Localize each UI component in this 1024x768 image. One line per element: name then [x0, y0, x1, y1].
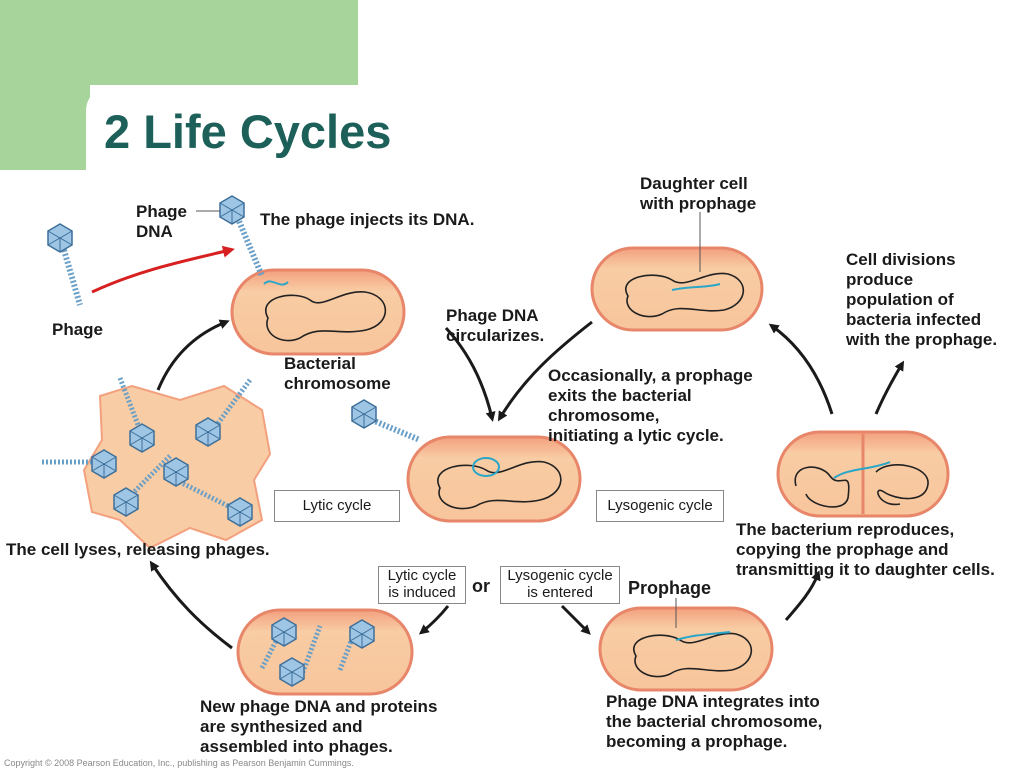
cycle-arrows [149, 319, 905, 650]
phage-near-center [351, 399, 422, 443]
injection-arrow [91, 245, 235, 294]
cell-dividing [776, 430, 950, 518]
label-integrates: Phage DNA integrates into the bacterial … [606, 692, 823, 751]
label-bacterial-chromosome: Bacterial chromosome [284, 354, 391, 393]
label-prophage: Prophage [628, 578, 712, 598]
label-bacterium-reproduces: The bacterium reproduces, copying the pr… [736, 520, 995, 579]
label-cell-lyses: The cell lyses, releasing phages. [6, 540, 270, 559]
cell-circularized [406, 435, 582, 523]
label-prophage-exits: Occasionally, a prophage exits the bacte… [548, 366, 753, 445]
label-or: or [472, 576, 490, 596]
arrow-dividing-to-population [874, 360, 905, 415]
box-lytic-induced: Lytic cycle is induced [378, 566, 466, 604]
phage-injecting [196, 195, 265, 278]
cell-lysed [42, 377, 272, 550]
cell-daughter [590, 212, 764, 332]
copyright-note: Copyright © 2008 Pearson Education, Inc.… [4, 758, 354, 768]
arrow-center-to-lysogenic [560, 604, 591, 635]
box-lysogenic-entered: Lysogenic cycle is entered [500, 566, 620, 604]
arrow-injection-to-center [444, 326, 496, 422]
label-phage: Phage [52, 320, 104, 339]
title-panel [86, 85, 1024, 175]
arrow-daughter-to-center [497, 320, 593, 422]
arrow-integration-to-dividing [784, 570, 821, 621]
phage-free [47, 223, 83, 306]
cell-integration [598, 598, 774, 692]
label-phage-injects: The phage injects its DNA. [260, 210, 475, 229]
cell-synthesis [236, 608, 414, 696]
cell-injection [230, 268, 406, 356]
label-daughter-cell: Daughter cell with prophage [640, 174, 757, 213]
green-accent-block [0, 0, 358, 85]
slide-title: 2 Life Cycles [104, 105, 392, 158]
box-lysogenic-cycle: Lysogenic cycle [596, 490, 724, 522]
label-new-phage-dna: New phage DNA and proteins are synthesiz… [200, 697, 438, 756]
arrow-center-to-lytic [418, 605, 450, 635]
arrow-lysed-to-injection [156, 319, 230, 391]
label-cell-divisions: Cell divisions produce population of bac… [846, 250, 998, 349]
label-phage-dna-circularizes: Phage DNA circularizes. [446, 306, 545, 345]
arrow-synthesis-to-lysed [149, 560, 233, 650]
green-accent-strip [0, 85, 90, 170]
arrow-dividing-to-daughter [768, 323, 834, 415]
box-lytic-cycle: Lytic cycle [274, 490, 400, 522]
label-phage-dna: Phage DNA [136, 202, 188, 241]
